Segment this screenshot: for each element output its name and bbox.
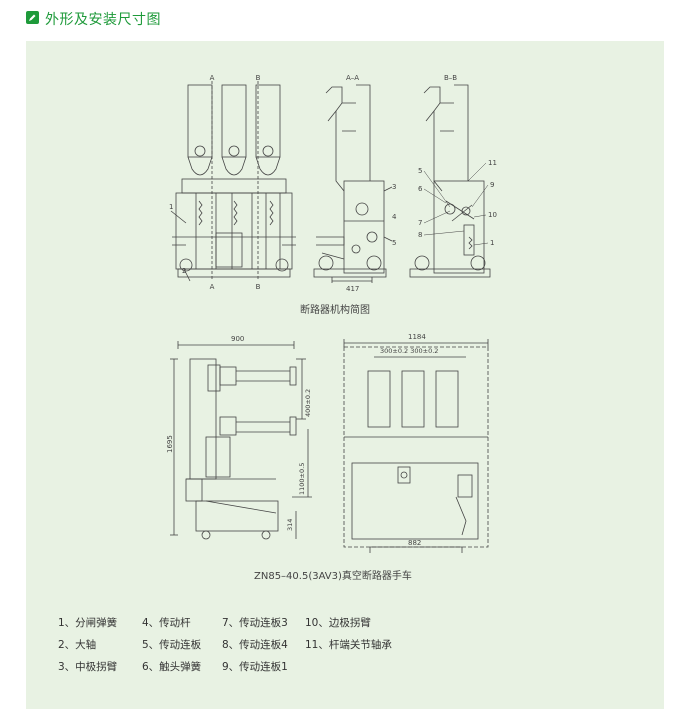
front-mark-b-top: B	[256, 74, 261, 82]
legend-item: 4、传动杆	[142, 617, 191, 629]
view-aa-label: A–A	[346, 74, 359, 82]
front-mark-b-bottom: B	[256, 283, 261, 291]
dim-1695: 1695	[166, 435, 174, 453]
trolley-front-view	[343, 339, 489, 553]
legend-row: 1、分闸弹簧 4、传动杆 7、传动连板3 10、边极拐臂	[58, 615, 658, 637]
trolley-side-view	[170, 341, 312, 540]
bb-callout-11: 11	[488, 159, 497, 167]
bb-callout-5: 5	[418, 167, 422, 175]
pencil-icon	[26, 11, 39, 24]
bb-callout-1: 1	[490, 239, 494, 247]
aa-callout-5: 5	[392, 239, 396, 247]
content-panel: A B A B 1 2 A–A 417 3 4 5	[26, 41, 664, 709]
bb-callout-8: 8	[418, 231, 422, 239]
front-callout-2: 2	[182, 267, 186, 275]
dim-400: 400±0.2	[304, 389, 312, 417]
bb-callout-9: 9	[490, 181, 494, 189]
bb-callout-6: 6	[418, 185, 423, 193]
front-mark-a-top: A	[210, 74, 215, 82]
front-view	[170, 81, 296, 282]
legend-item: 3、中极拐臂	[58, 661, 118, 673]
legend-item: 2、大轴	[58, 639, 97, 651]
legend-row: 2、大轴 5、传动连板 8、传动连板4 11、杆端关节轴承	[58, 637, 658, 659]
section-header: 外形及安装尺寸图	[0, 0, 673, 34]
legend-item: 8、传动连板4	[222, 639, 288, 651]
legend-row: 3、中极拐臂 6、触头弹簧 9、传动连板1	[58, 659, 658, 681]
legend-item: 11、杆端关节轴承	[305, 639, 392, 651]
mechanism-caption: 断路器机构简图	[300, 305, 370, 316]
dim-900: 900	[231, 335, 244, 343]
dim-300: 300±0.2 300±0.2	[380, 347, 438, 355]
front-callout-1: 1	[169, 203, 173, 211]
mechanism-drawings: A B A B 1 2 A–A 417 3 4 5	[166, 74, 497, 553]
bb-callout-10: 10	[488, 211, 497, 219]
dim-314: 314	[286, 519, 294, 531]
legend-item: 9、传动连板1	[222, 661, 288, 673]
trolley-caption: ZN85–40.5(3AV3)真空断路器手车	[254, 571, 412, 582]
bb-callout-7: 7	[418, 219, 422, 227]
dim-1184: 1184	[408, 333, 426, 341]
dim-882: 882	[408, 539, 421, 547]
front-mark-a-bottom: A	[210, 283, 215, 291]
bb-leader-lines	[423, 162, 489, 246]
view-bb-label: B–B	[444, 74, 457, 82]
aa-callout-4: 4	[392, 213, 397, 221]
legend-item: 10、边极拐臂	[305, 617, 371, 629]
parts-legend: 1、分闸弹簧 4、传动杆 7、传动连板3 10、边极拐臂 2、大轴 5、传动连板…	[58, 615, 658, 681]
side-view-aa	[313, 84, 393, 283]
legend-item: 7、传动连板3	[222, 617, 288, 629]
legend-item: 1、分闸弹簧	[58, 617, 118, 629]
legend-item: 5、传动连板	[142, 639, 202, 651]
aa-callout-3: 3	[392, 183, 396, 191]
section-title: 外形及安装尺寸图	[45, 12, 161, 28]
dim-1100: 1100±0.5	[298, 463, 306, 495]
side-view-bb	[409, 84, 491, 278]
legend-item: 6、触头弹簧	[142, 661, 202, 673]
dim-417: 417	[346, 285, 359, 293]
